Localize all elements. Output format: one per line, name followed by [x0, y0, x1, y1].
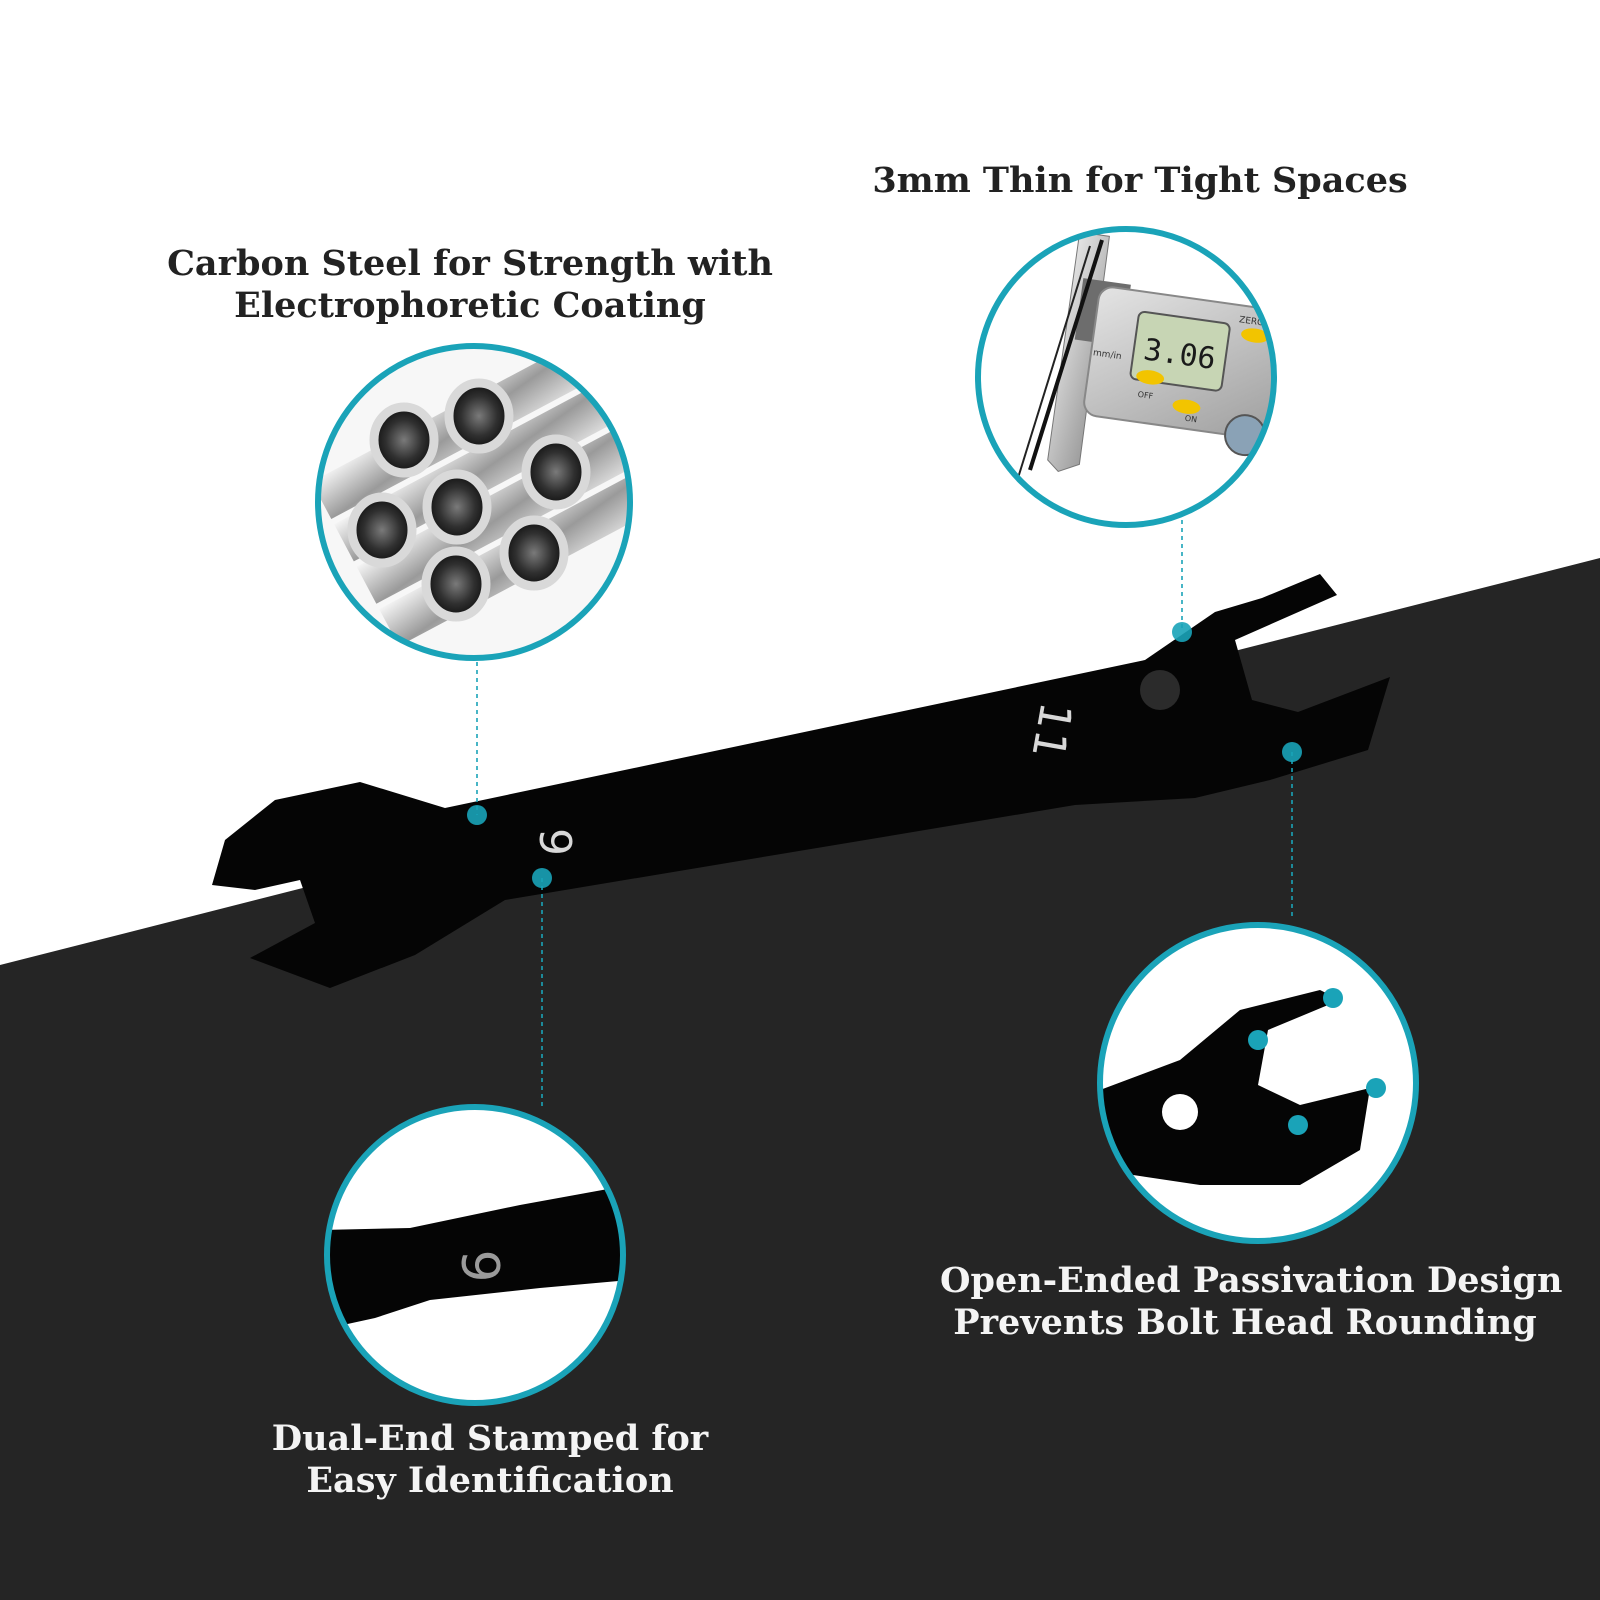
caliper-icon: 3.06 ZERO mm/in OFF ON: [975, 226, 1277, 528]
wrench-size-small-label: 9: [529, 828, 580, 856]
caption-dual-end-stamped: Dual-End Stamped for Easy Identification: [230, 1418, 750, 1502]
caption-carbon-steel-line2: Electrophoretic Coating: [234, 285, 706, 326]
dot-open: [1282, 742, 1302, 762]
caption-thin: 3mm Thin for Tight Spaces: [860, 160, 1420, 202]
caption-carbon-steel-line1: Carbon Steel for Strength with: [167, 243, 773, 284]
wrench-size-large-label: 11: [1021, 699, 1081, 763]
caption-open-ended-line1: Open-Ended Passivation Design: [940, 1260, 1563, 1301]
caption-open-ended-line2: Prevents Bolt Head Rounding: [953, 1302, 1537, 1343]
dot-stamp: [532, 868, 552, 888]
connector-dots: [467, 622, 1302, 888]
caption-open-ended: Open-Ended Passivation Design Prevents B…: [940, 1260, 1563, 1344]
wrench-hang-hole: [1140, 670, 1180, 710]
dot-thin: [1172, 622, 1192, 642]
stamped-size-icon: 9: [324, 1104, 626, 1406]
caption-carbon-steel: Carbon Steel for Strength with Electroph…: [150, 243, 790, 327]
leader-lines: [476, 520, 1293, 1108]
wrench: 9 11: [212, 574, 1390, 988]
caliper-zero-label: ZERO: [1238, 315, 1264, 328]
caption-dual-end-stamped-line1: Dual-End Stamped for: [271, 1418, 709, 1459]
caption-thin-line1: 3mm Thin for Tight Spaces: [872, 160, 1408, 201]
wrench-body: [212, 574, 1390, 988]
caption-dual-end-stamped-line2: Easy Identification: [306, 1460, 674, 1501]
open-end-jaw-icon: [1097, 922, 1419, 1244]
dot-steel: [467, 805, 487, 825]
steel-tubes-icon: [315, 343, 633, 661]
caliper-on-label: ON: [1184, 414, 1197, 425]
stamp-closeup-size-label: 9: [449, 1249, 509, 1282]
caliper-off-label: OFF: [1137, 390, 1154, 401]
caliper-unit-label: mm/in: [1092, 348, 1122, 362]
